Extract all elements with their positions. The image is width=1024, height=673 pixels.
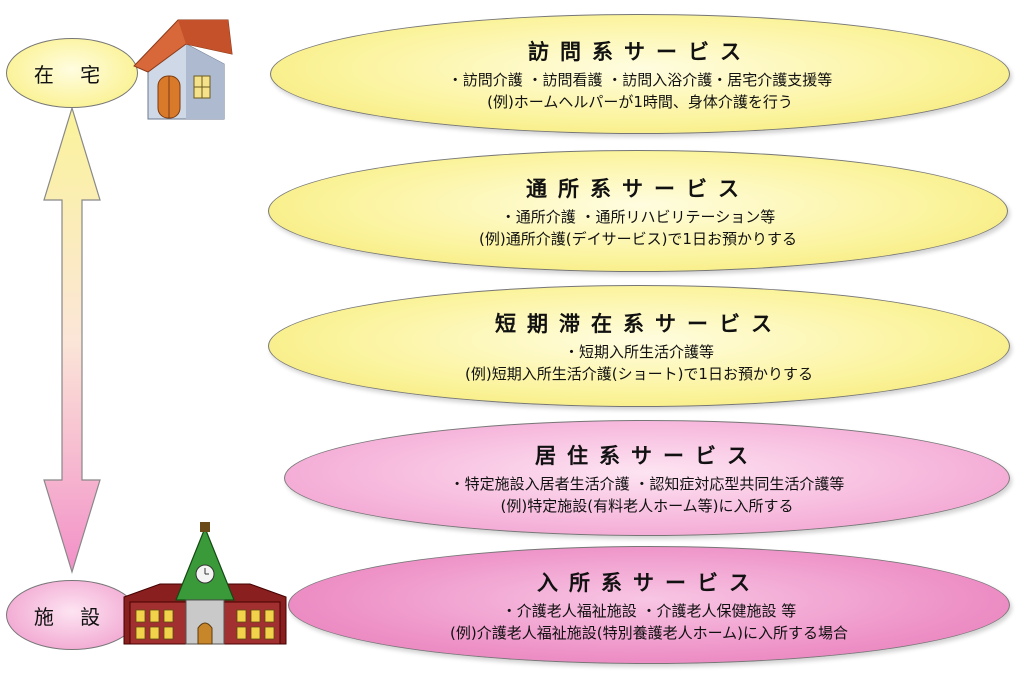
service-line: ・訪問介護 ・訪問看護 ・訪問入浴介護・居宅介護支援等 [447, 70, 833, 89]
double-arrow [43, 105, 101, 575]
service-line: ・短期入所生活介護等 [563, 342, 714, 361]
home-label: 在 宅 [6, 38, 138, 108]
service-example: (例)介護老人福祉施設(特別養護老人ホーム)に入所する場合 [450, 623, 848, 642]
service-example: (例)ホームヘルパーが1時間、身体介護を行う [487, 92, 793, 111]
service-example: (例)通所介護(デイサービス)で1日お預かりする [479, 229, 797, 248]
service-line: ・通所介護 ・通所リハビリテーション等 [500, 207, 776, 226]
service-title: 訪問系サービス [528, 39, 752, 64]
service-title: 居住系サービス [535, 443, 759, 468]
service-line: ・特定施設入居者生活介護 ・認知症対応型共同生活介護等 [449, 474, 845, 493]
facility-label: 施 設 [6, 580, 138, 650]
facility-label-text: 施 設 [33, 604, 111, 629]
house-icon [133, 19, 233, 120]
service-line: ・介護老人福祉施設 ・介護老人保健施設 等 [501, 601, 797, 620]
service-visit: 訪問系サービス ・訪問介護 ・訪問看護 ・訪問入浴介護・居宅介護支援等 (例)ホ… [270, 14, 1010, 134]
service-admission: 入所系サービス ・介護老人福祉施設 ・介護老人保健施設 等 (例)介護老人福祉施… [288, 546, 1010, 664]
building-icon [123, 522, 287, 645]
service-example: (例)短期入所生活介護(ショート)で1日お預かりする [465, 364, 813, 383]
service-title: 通所系サービス [526, 176, 750, 201]
service-residential: 居住系サービス ・特定施設入居者生活介護 ・認知症対応型共同生活介護等 (例)特… [284, 420, 1010, 536]
service-title: 短期滞在系サービス [495, 311, 783, 336]
service-example: (例)特定施設(有料老人ホーム等)に入所する [500, 496, 794, 515]
service-daycare: 通所系サービス ・通所介護 ・通所リハビリテーション等 (例)通所介護(デイサー… [268, 150, 1008, 272]
home-label-text: 在 宅 [33, 62, 111, 87]
service-shortstay: 短期滞在系サービス ・短期入所生活介護等 (例)短期入所生活介護(ショート)で1… [268, 285, 1010, 407]
service-title: 入所系サービス [537, 570, 761, 595]
